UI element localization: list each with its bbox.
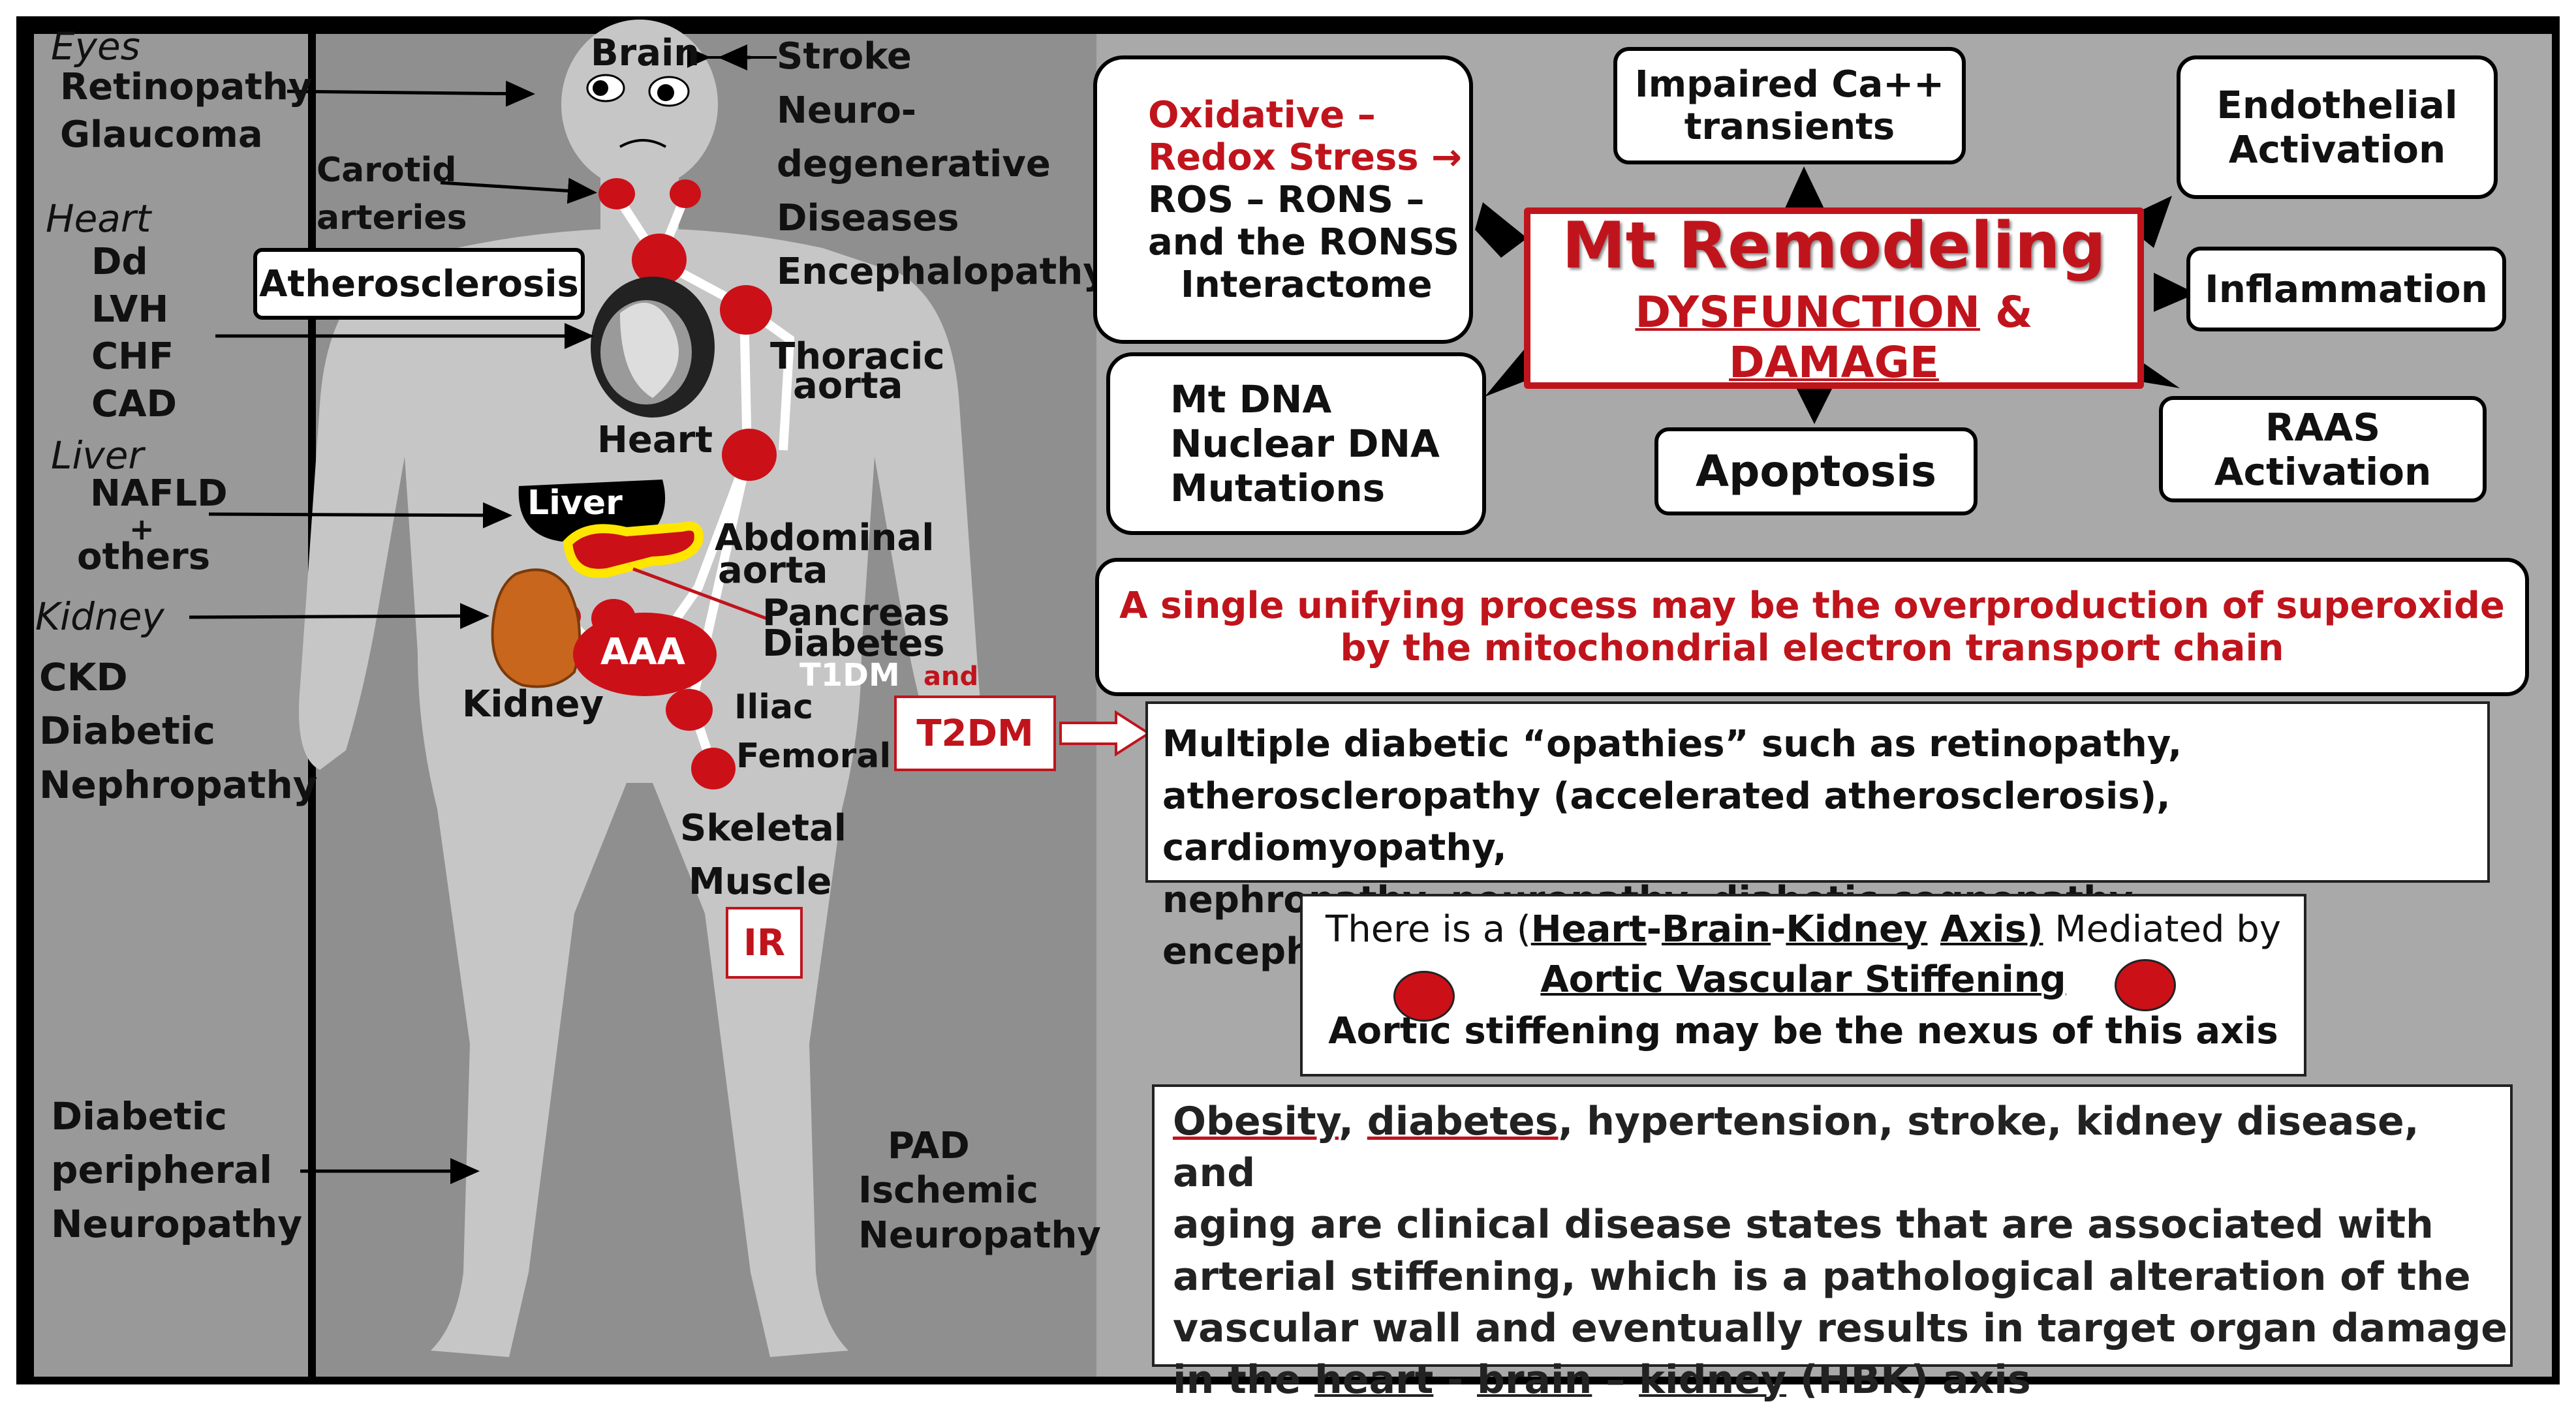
label-iliac: Iliac bbox=[734, 688, 813, 727]
endothelial-box: Endothelial Activation bbox=[2177, 55, 2498, 199]
label-cad: CAD bbox=[91, 383, 177, 425]
pancreas-shape bbox=[563, 521, 704, 578]
aortic-dot-left bbox=[1393, 971, 1455, 1022]
label-pad-neuropathy: Neuropathy bbox=[858, 1214, 1101, 1257]
label-femoral: Femoral bbox=[736, 737, 892, 776]
label-stroke: Stroke bbox=[777, 35, 912, 78]
label-heart: Heart bbox=[597, 419, 713, 461]
label-pad: PAD bbox=[888, 1125, 970, 1167]
label-neuro: Neuro- bbox=[777, 89, 917, 132]
label-lvh: LVH bbox=[91, 288, 169, 331]
label-ischemic: Ischemic bbox=[858, 1169, 1038, 1212]
label-t1dm: T1DM bbox=[799, 657, 900, 694]
label-and: and bbox=[923, 662, 979, 692]
obesity-statement: Obesity, diabetes, hypertension, stroke,… bbox=[1152, 1084, 2513, 1403]
label-others: others bbox=[77, 536, 211, 578]
label-glaucoma: Glaucoma bbox=[60, 114, 263, 156]
label-muscle: Muscle bbox=[689, 861, 832, 903]
label-eyes: Eyes bbox=[51, 24, 140, 69]
label-nephropathy: Nephropathy bbox=[39, 763, 318, 807]
calcium-box: Impaired Ca++ transients bbox=[1613, 47, 1966, 164]
eye-left bbox=[586, 74, 625, 102]
label-retinopathy: Retinopathy bbox=[60, 66, 313, 108]
label-skeletal: Skeletal bbox=[680, 807, 846, 849]
oxidative-stress-box: Oxidative – Redox Stress → ROS – RONS – … bbox=[1093, 55, 1473, 344]
label-ckd: CKD bbox=[39, 655, 128, 699]
aaa-oval bbox=[573, 613, 717, 696]
label-diabetic: Diabetic bbox=[39, 709, 216, 753]
label-liver: Liver bbox=[527, 483, 623, 523]
atherosclerosis-box: Atherosclerosis bbox=[253, 248, 585, 320]
dna-mutations-box: Mt DNA Nuclear DNA Mutations bbox=[1106, 352, 1486, 535]
kidney-shape bbox=[491, 568, 581, 688]
label-pancreas: Pancreas bbox=[762, 592, 950, 634]
label-arteries: arteries bbox=[317, 198, 467, 237]
label-brain: Brain bbox=[591, 32, 700, 74]
label-dpn-2: peripheral bbox=[51, 1148, 273, 1192]
label-aaa: AAA bbox=[600, 631, 686, 673]
label-nafld: NAFLD bbox=[90, 472, 228, 515]
label-abdominal: Abdominal bbox=[715, 517, 935, 559]
label-thoracic-aorta: aorta bbox=[793, 365, 903, 407]
label-carotid: Carotid bbox=[317, 151, 457, 190]
label-dpn-3: Neuropathy bbox=[51, 1202, 303, 1246]
raas-box: RAAS Activation bbox=[2159, 396, 2487, 502]
label-thoracic: Thoracic bbox=[770, 335, 945, 378]
t2dm-arrow bbox=[1059, 710, 1151, 757]
label-dpn-1: Diabetic bbox=[51, 1094, 228, 1139]
label-kidney-section: Kidney bbox=[35, 594, 164, 639]
label-liver-section: Liver bbox=[51, 433, 144, 478]
label-plus: + bbox=[129, 512, 155, 547]
heart-image bbox=[591, 277, 715, 418]
label-diseases: Diseases bbox=[777, 197, 959, 239]
label-dd: Dd bbox=[91, 241, 148, 283]
liver-shape bbox=[518, 480, 666, 542]
label-degenerative: degenerative bbox=[777, 143, 1051, 185]
mouth bbox=[619, 139, 666, 148]
label-diabetes: Diabetes bbox=[762, 622, 945, 665]
eye-right bbox=[648, 76, 690, 107]
pancreas-diabetes-line bbox=[632, 567, 771, 622]
ir-box: IR bbox=[726, 907, 803, 979]
damage-word: DAMAGE bbox=[1729, 337, 1939, 388]
opathies-statement: Multiple diabetic “opathies” such as ret… bbox=[1145, 701, 2490, 973]
inflammation-box: Inflammation bbox=[2186, 247, 2506, 331]
label-chf: CHF bbox=[91, 335, 174, 378]
apoptosis-box: Apoptosis bbox=[1654, 427, 1978, 515]
superoxide-statement: A single unifying process may be the ove… bbox=[1095, 558, 2529, 696]
mt-remodeling-box: Mt Remodeling DYSFUNCTION & DAMAGE bbox=[1524, 207, 2144, 389]
dysfunction-word: DYSFUNCTION bbox=[1635, 287, 1981, 337]
label-kidney: Kidney bbox=[462, 683, 604, 726]
label-heart-section: Heart bbox=[46, 196, 151, 241]
t2dm-box: T2DM bbox=[894, 695, 1056, 771]
aortic-dot-right bbox=[2115, 959, 2176, 1011]
body-silhouette bbox=[299, 20, 980, 1357]
label-abdominal-aorta: aorta bbox=[718, 549, 828, 592]
label-encephalopathy: Encephalopathy bbox=[777, 251, 1107, 293]
